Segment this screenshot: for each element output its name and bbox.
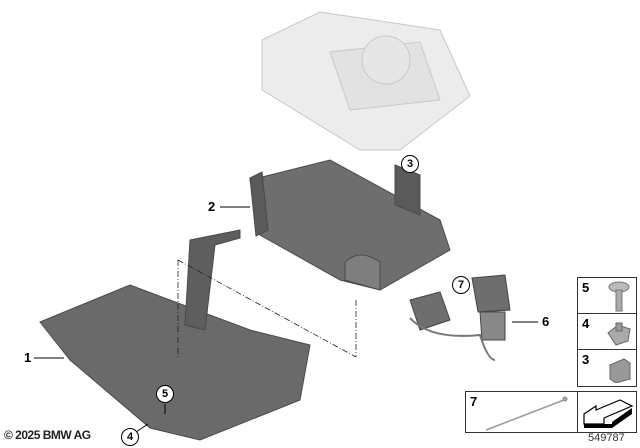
callout-1: 1 — [24, 350, 32, 365]
callout-7: 7 — [452, 276, 470, 294]
diagram-number: 549787 — [588, 432, 625, 444]
callout-2: 2 — [208, 199, 216, 214]
callout-5: 5 — [156, 385, 174, 403]
connector — [409, 274, 511, 361]
screw-icon — [608, 281, 630, 312]
copyright: © 2025 BMW AG — [4, 428, 91, 442]
clip-nut-icon — [609, 358, 631, 383]
lower-bracket — [39, 229, 311, 441]
callout-3: 3 — [401, 155, 419, 173]
cable-tie-icon — [485, 396, 568, 431]
legend-item-7: 7 — [465, 391, 579, 433]
control-module-ghost — [261, 11, 471, 151]
arrow-cell — [577, 391, 637, 433]
holder-tray — [249, 159, 451, 291]
assembly-lines — [177, 259, 357, 358]
callout-6: 6 — [542, 314, 550, 329]
legend-item-4: 4 — [577, 313, 637, 351]
leader-lines — [34, 206, 538, 433]
legend-item-5: 5 — [577, 277, 637, 315]
arrow-icon — [583, 399, 634, 428]
spring-nut-icon — [607, 322, 631, 346]
callout-4: 4 — [121, 428, 139, 446]
legend-item-3: 3 — [577, 349, 637, 387]
